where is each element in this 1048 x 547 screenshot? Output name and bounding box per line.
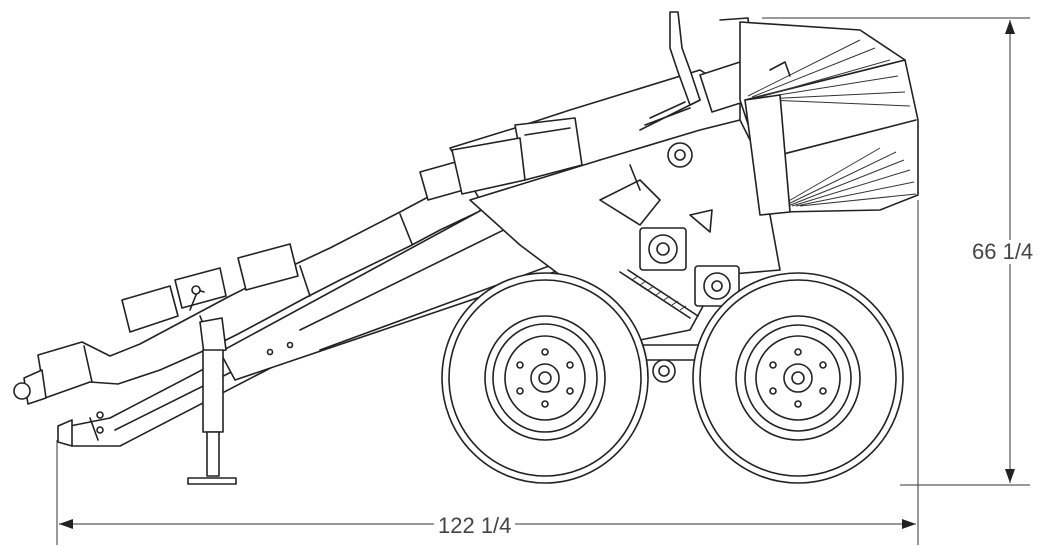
tension-spring bbox=[619, 269, 699, 319]
bearing-lower bbox=[694, 265, 740, 307]
pto-driveline bbox=[13, 157, 501, 405]
height-dimension-label: 66 1/4 bbox=[968, 240, 1038, 264]
bearing-upper bbox=[639, 227, 687, 271]
front-wheel bbox=[441, 272, 649, 484]
rear-wheel bbox=[692, 272, 904, 484]
discharge-hood bbox=[739, 21, 919, 216]
parking-jack bbox=[187, 285, 237, 485]
length-dimension-label: 122 1/4 bbox=[434, 514, 516, 538]
gearbox-housing bbox=[449, 69, 741, 201]
top-lever bbox=[669, 11, 753, 113]
